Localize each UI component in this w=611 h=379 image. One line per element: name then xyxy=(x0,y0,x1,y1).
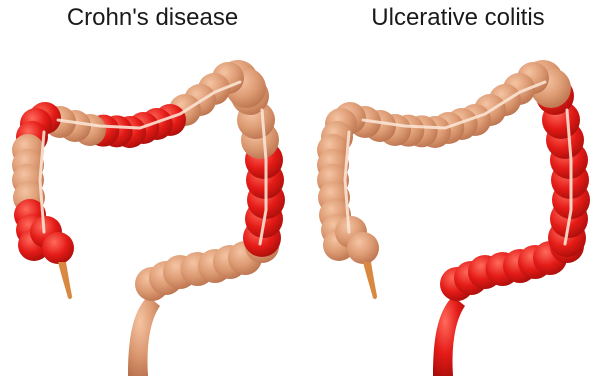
rectum xyxy=(128,296,160,376)
appendix xyxy=(58,262,72,299)
crohns-panel: Crohn's disease xyxy=(0,0,305,379)
ulcerative-colitis-colon-illustration xyxy=(305,0,611,379)
inflamed-haustrum xyxy=(42,232,74,264)
healthy-haustrum xyxy=(347,232,379,264)
ulcerative-colitis-panel: Ulcerative colitis xyxy=(305,0,611,379)
appendix xyxy=(363,262,377,299)
crohns-colon-illustration xyxy=(0,0,305,379)
transverse-colon xyxy=(334,62,549,148)
transverse-colon xyxy=(29,62,244,148)
rectum xyxy=(433,296,465,376)
